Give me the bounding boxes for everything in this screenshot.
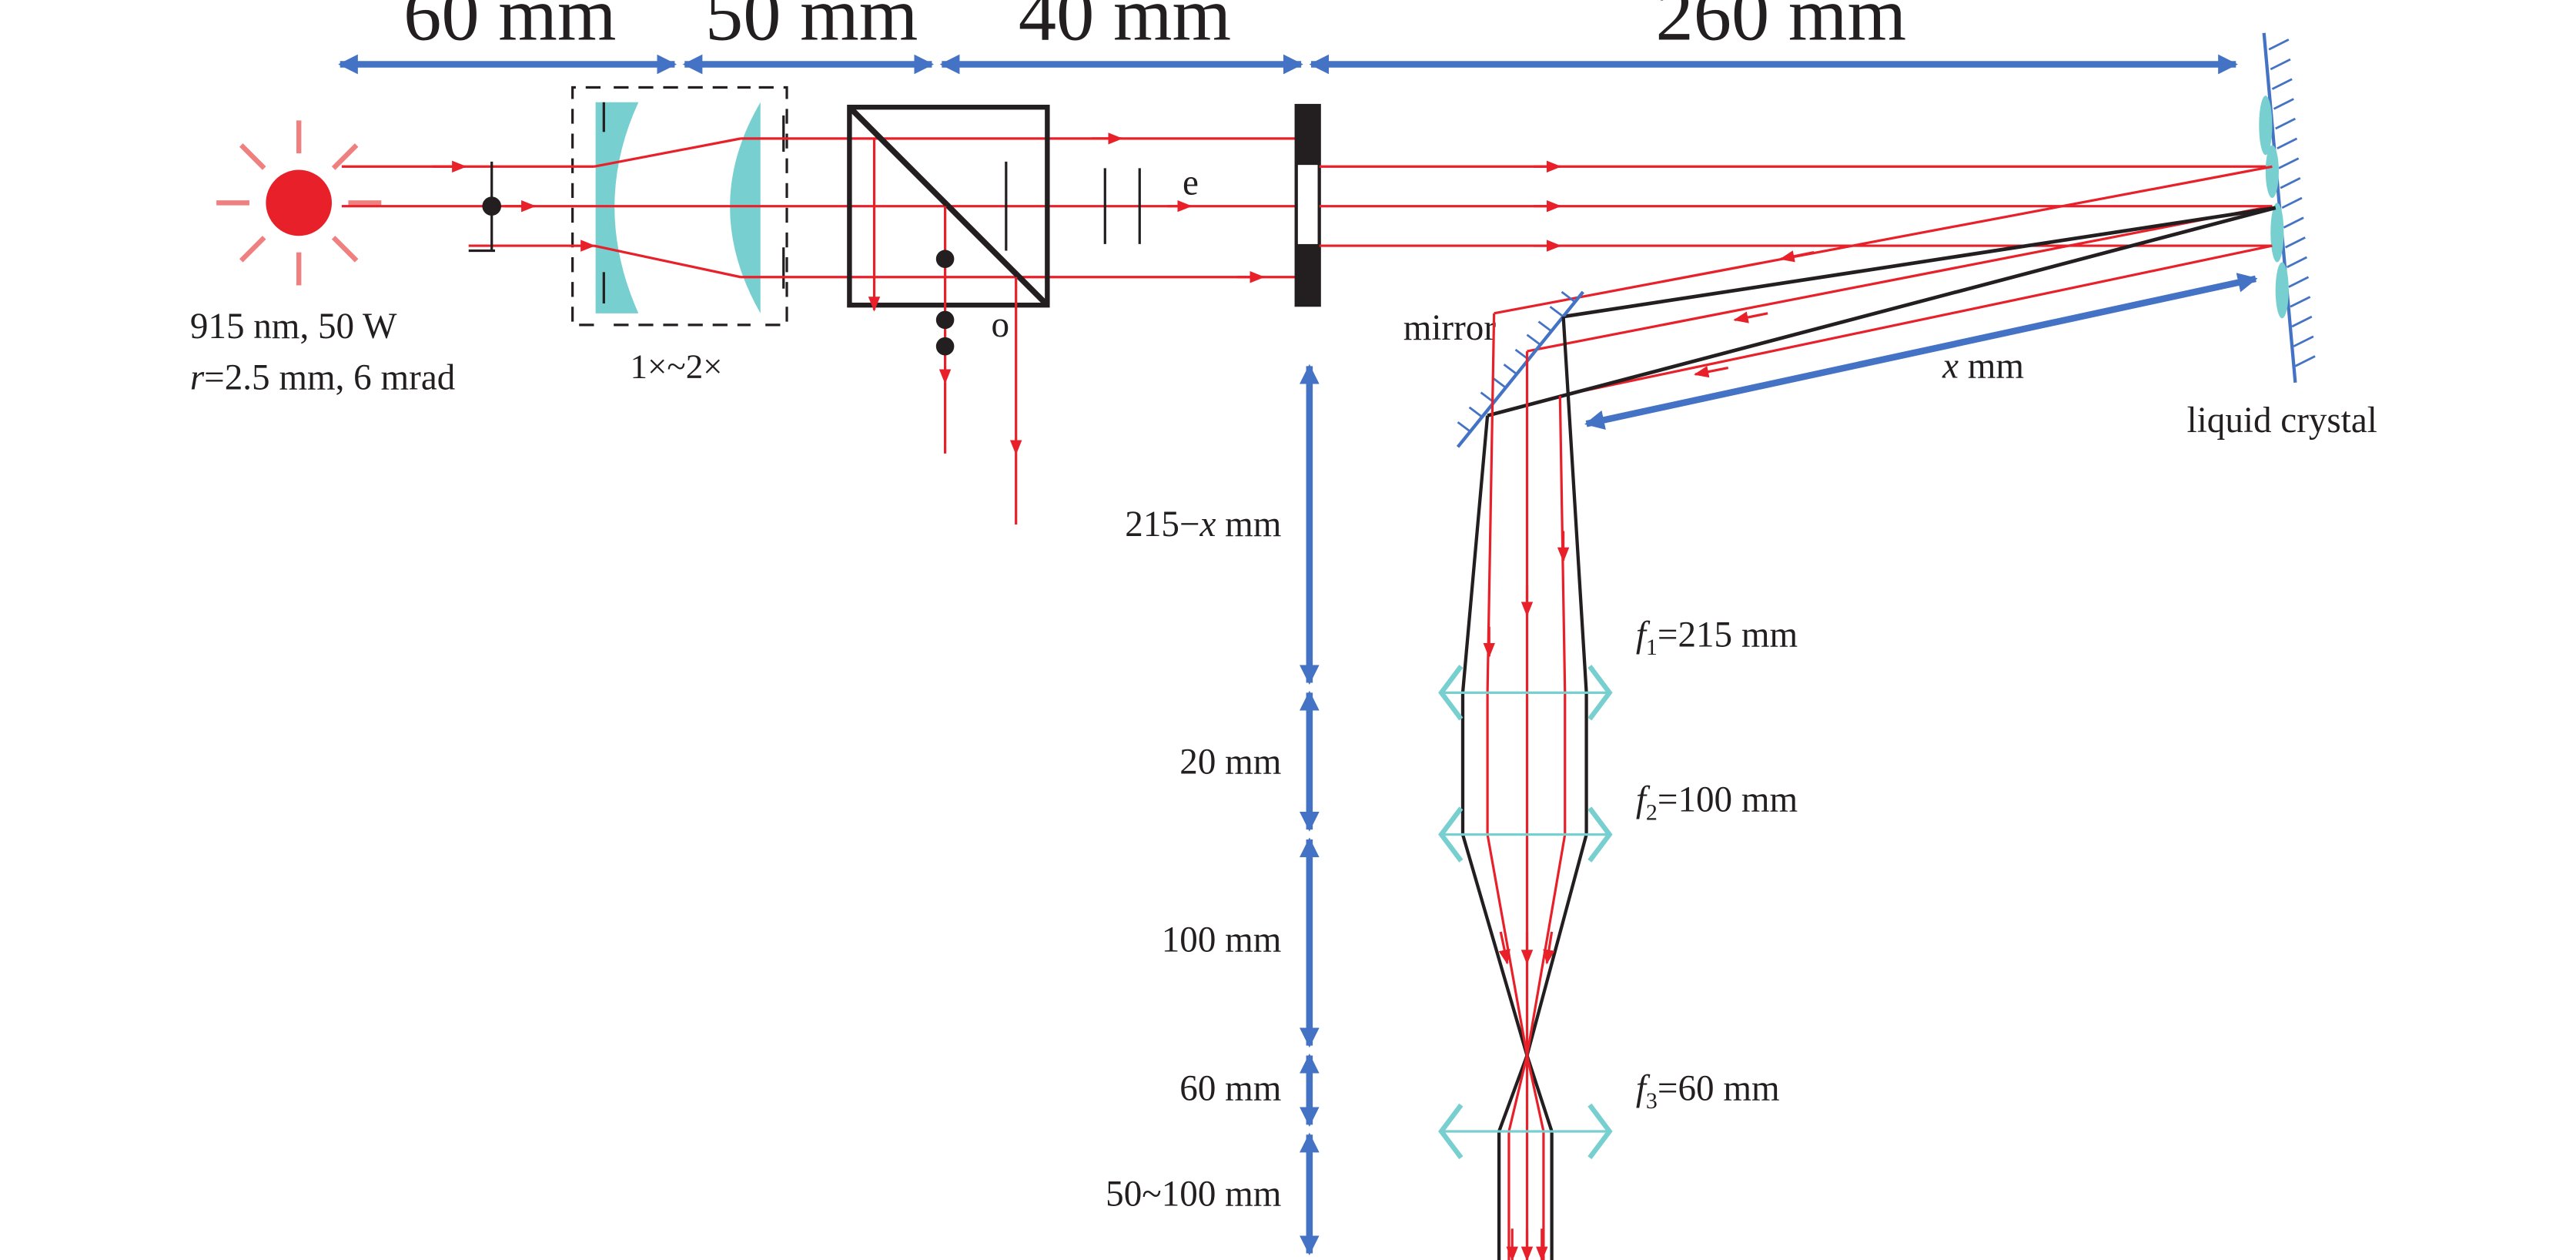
dim-20mm-label: 20 mm [1179, 742, 1281, 782]
dim-60mm-label: 60 mm [403, 0, 616, 56]
f2-sub: 2 [1646, 799, 1658, 825]
v1-prefix: 215− [1125, 504, 1199, 545]
lens-f1 [1438, 665, 1613, 721]
f3-sub: 3 [1646, 1088, 1658, 1114]
f3-rest: =60 mm [1658, 1068, 1780, 1108]
input-beam-arrows [432, 132, 1265, 283]
aperture-stop [1294, 103, 1321, 307]
mirror-label: mirror [1403, 308, 1497, 348]
input-aperture-icon [468, 161, 502, 253]
lens-f1-label: f1=215 mm [1636, 615, 1798, 660]
forward-beams [1319, 165, 2273, 247]
sun-source-icon [216, 120, 382, 286]
dim-260mm-label: 260 mm [1655, 0, 1906, 56]
expander-convex-lens [730, 102, 761, 313]
dim-40mm-label: 40 mm [1019, 0, 1231, 56]
x-dimension-line [1584, 273, 2258, 430]
x-var: x [1942, 346, 1959, 386]
f2-rest: =100 mm [1658, 780, 1798, 820]
dim-215-x-label: 215−x mm [1125, 504, 1281, 545]
expander-bracket [571, 85, 788, 327]
source-spec-line2: r=2.5 mm, 6 mrad [190, 357, 455, 397]
expander-ratio-label: 1×~2× [631, 347, 723, 385]
source-spec-line2-rest: =2.5 mm, 6 mrad [204, 357, 455, 397]
f1-rest: =215 mm [1658, 615, 1798, 655]
e-pol-label: e [1183, 163, 1199, 203]
e-polarization-marks [1005, 161, 1141, 251]
x-unit: mm [1959, 346, 2024, 386]
dim-50-100mm-label: 50~100 mm [1106, 1174, 1281, 1214]
vertical-red-rays [1486, 313, 1567, 1260]
x-dimension-label: x mm [1942, 346, 2024, 386]
return-beam-envelope [1487, 206, 2277, 417]
lens-f3-label: f3=60 mm [1636, 1068, 1780, 1114]
dim-50mm-label: 50 mm [705, 0, 918, 56]
vertical-ray-arrows [1483, 531, 1570, 1260]
liquid-crystal-label: liquid crystal [2187, 400, 2377, 441]
vertical-beam-envelope [1460, 317, 1588, 1260]
expander-concave-lens [595, 102, 639, 313]
source-r-var: r [190, 357, 205, 397]
o-pol-label: o [992, 305, 1010, 345]
lens-f2 [1438, 806, 1613, 863]
lens-f3 [1438, 1103, 1613, 1160]
v1-unit: mm [1216, 504, 1281, 545]
source-spec-line1: 915 nm, 50 W [190, 307, 397, 347]
dim-100mm-label: 100 mm [1162, 920, 1282, 960]
o-polarization-dots [935, 250, 955, 356]
forward-beam-arrows [1534, 160, 1562, 252]
v1-var: x [1199, 504, 1216, 545]
dim-60mm-vert-label: 60 mm [1179, 1068, 1281, 1108]
polarizing-beam-splitter-cube [847, 104, 1050, 308]
lens-f2-label: f2=100 mm [1636, 780, 1798, 826]
f1-sub: 1 [1646, 635, 1658, 660]
liquid-crystal-mirror [2259, 32, 2316, 383]
